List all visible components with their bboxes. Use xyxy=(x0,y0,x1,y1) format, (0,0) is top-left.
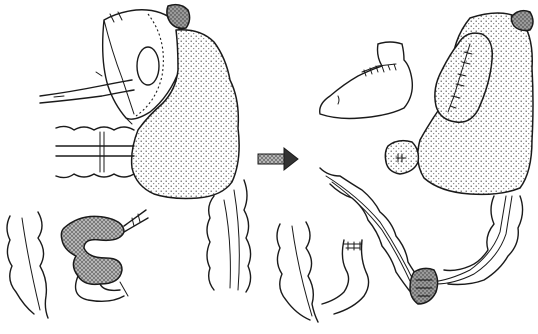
sigmoid-colon-right xyxy=(277,222,318,322)
colon-segment-left xyxy=(56,126,134,177)
vessel-lines-left xyxy=(40,80,134,103)
descending-colon-left xyxy=(207,180,251,292)
stomach-remnant-right xyxy=(320,42,413,119)
spleen-lobe-right xyxy=(511,11,533,31)
spleen-lobe xyxy=(167,5,190,29)
left-panel-before xyxy=(7,5,251,318)
colon-right xyxy=(320,168,420,294)
ligature-marks xyxy=(96,12,132,124)
descending-colon-right xyxy=(432,196,523,285)
small-bowel-loop xyxy=(61,216,124,284)
bowel-stump-right xyxy=(322,240,369,314)
transition-arrow xyxy=(258,148,298,170)
anastomosis-junction xyxy=(410,268,438,304)
sigmoid-colon-left xyxy=(7,212,48,318)
right-panel-after xyxy=(277,11,533,322)
